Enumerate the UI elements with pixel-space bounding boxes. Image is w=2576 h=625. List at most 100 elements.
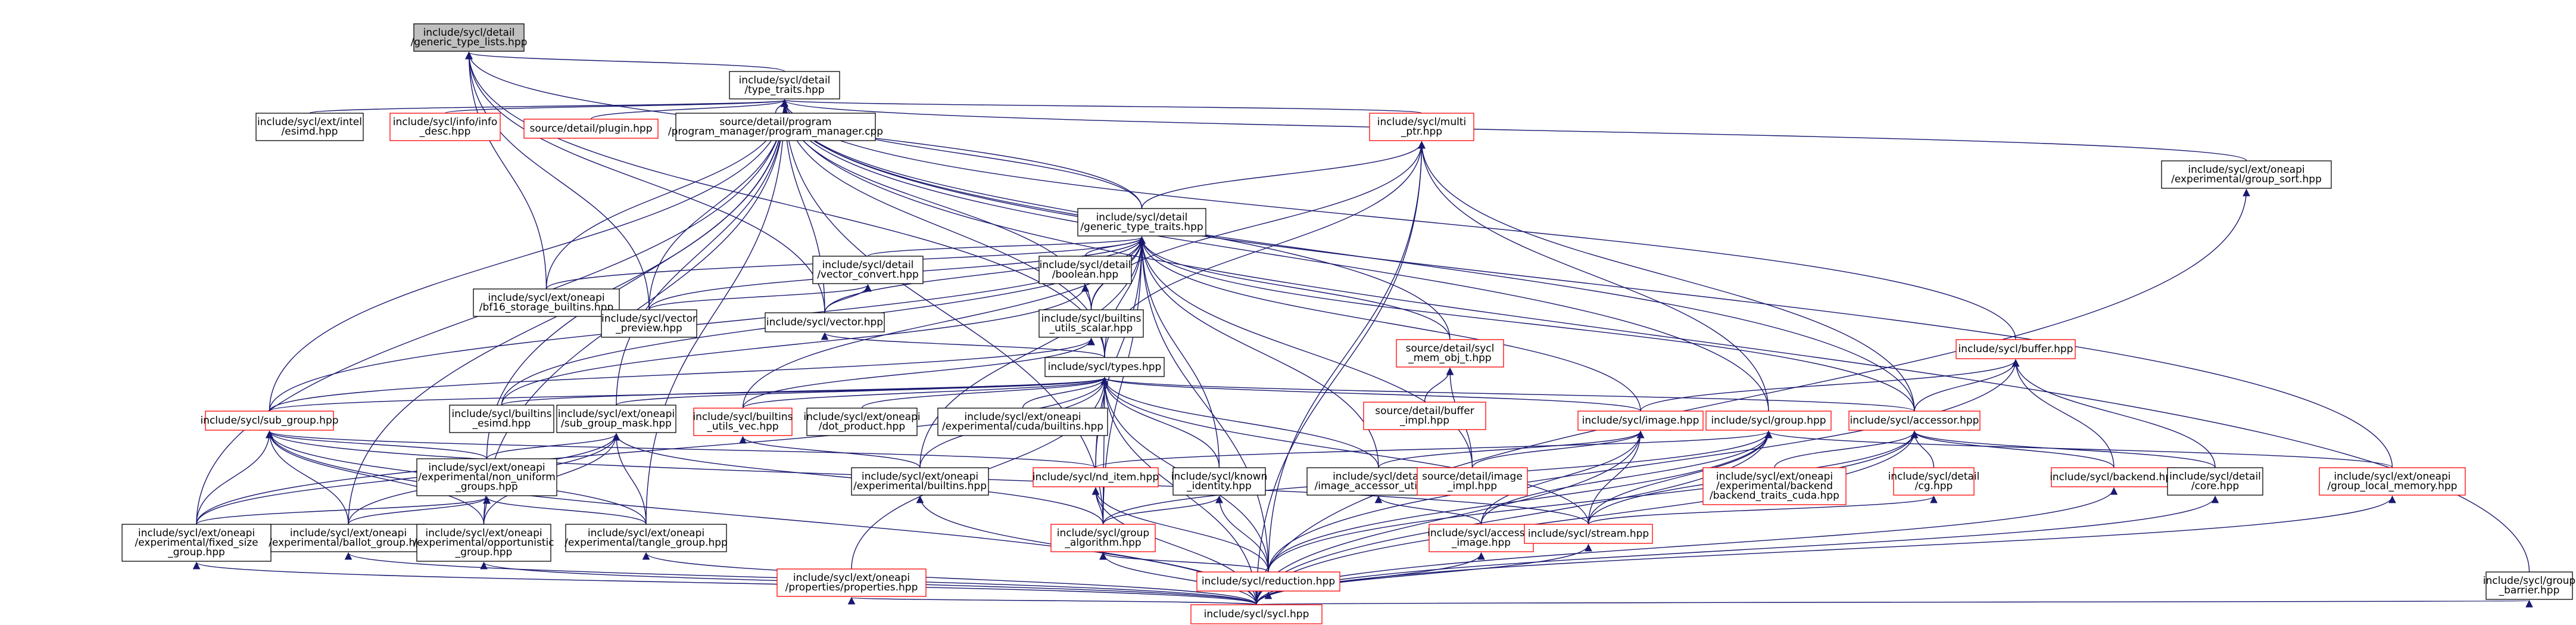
node-reduction[interactable]: include/sycl/reduction.hpp	[1196, 571, 1340, 592]
edge-group_algorithm-to-types	[1100, 377, 1109, 525]
node-info_desc[interactable]: include/sycl/info/info_desc.hpp	[389, 113, 501, 141]
edge-image_impl-to-image	[1471, 430, 1645, 468]
node-bf16[interactable]: include/sycl/ext/oneapi/bf16_storage_bui…	[473, 288, 620, 317]
edge-image_accessor_util-to-image	[1378, 430, 1645, 468]
node-types[interactable]: include/sycl/types.hpp	[1044, 357, 1165, 377]
edge-sycl_hpp-to-core	[1256, 495, 2219, 605]
node-sub_group_mask[interactable]: include/sycl/ext/oneapi/sub_group_mask.h…	[556, 405, 676, 433]
node-box-group	[1705, 411, 1832, 431]
node-gen_type_traits[interactable]: include/sycl/detail/generic_type_traits.…	[1077, 208, 1206, 237]
node-image_impl[interactable]: source/detail/image_impl.hpp	[1417, 467, 1528, 496]
edge-sycl_hpp-to-fixed_size	[193, 561, 1257, 605]
node-multi_ptr[interactable]: include/sycl/multi_ptr.hpp	[1369, 113, 1474, 141]
node-program_mgr[interactable]: source/detail/program/program_manager/pr…	[668, 113, 883, 141]
edge-sub_group-to-builtins_scalar	[269, 337, 1095, 412]
node-plugin_cpp[interactable]: source/detail/plugin.hpp	[523, 119, 659, 139]
edge-core-to-buffer	[2011, 359, 2216, 468]
node-box-reduction	[1196, 571, 1340, 592]
node-buffer_impl[interactable]: source/detail/buffer_impl.hpp	[1363, 402, 1486, 430]
node-properties[interactable]: include/sycl/ext/oneapi/properties/prope…	[776, 568, 927, 597]
node-nd_item[interactable]: include/sycl/nd_item.hpp	[1033, 467, 1159, 487]
node-type_traits[interactable]: include/sycl/detail/type_traits.hpp	[729, 71, 840, 99]
node-root: include/sycl/detail/generic_type_lists.h…	[411, 23, 527, 52]
node-label-boolean-0: include/sycl/detail	[1040, 259, 1131, 271]
node-label-group_algorithm-0: include/sycl/group	[1057, 527, 1149, 539]
node-label-group_sort-0: include/sycl/ext/oneapi	[2188, 164, 2304, 176]
node-box-image_impl	[1417, 467, 1528, 496]
edge-sycl_hpp-to-group_sort	[1256, 188, 2250, 605]
node-image[interactable]: include/sycl/image.hpp	[1577, 411, 1704, 431]
node-sub_group[interactable]: include/sycl/sub_group.hpp	[200, 411, 339, 431]
node-backend_traits_cuda[interactable]: include/sycl/ext/oneapi/experimental/bac…	[1702, 467, 1847, 505]
node-box-cg	[1893, 467, 1975, 496]
node-label-group-0: include/sycl/group.hpp	[1711, 415, 1826, 427]
node-label-builtins_vec-0: include/sycl/builtins	[693, 411, 793, 423]
node-accessor[interactable]: include/sycl/accessor.hpp	[1848, 411, 1981, 431]
node-vector_preview[interactable]: include/sycl/vector_preview.hpp	[601, 309, 697, 338]
node-sycl_hpp[interactable]: include/sycl/sycl.hpp	[1190, 604, 1323, 624]
node-label-mem_obj_t-0: source/detail/sycl	[1406, 343, 1495, 355]
edge-image_accessor_util-to-types	[1100, 377, 1379, 468]
node-known_identity[interactable]: include/sycl/known_identity.hpp	[1171, 467, 1268, 496]
node-group_barrier[interactable]: include/sycl/group_barrier.hpp	[2483, 571, 2575, 600]
node-label-core-1: /core.hpp	[2191, 480, 2239, 492]
node-group[interactable]: include/sycl/group.hpp	[1705, 411, 1832, 431]
edge-vector_preview-to-root	[465, 51, 650, 310]
node-cg[interactable]: include/sycl/detail/cg.hpp	[1888, 467, 1980, 496]
node-group_sort[interactable]: include/sycl/ext/oneapi/experimental/gro…	[2161, 160, 2332, 189]
edge-tangle_group-to-non_uniform	[483, 496, 647, 525]
node-buffer[interactable]: include/sycl/buffer.hpp	[1956, 339, 2076, 359]
edge-sycl_hpp-to-group_algorithm	[1099, 552, 1257, 605]
node-non_uniform[interactable]: include/sycl/ext/oneapi/experimental/non…	[416, 458, 557, 496]
node-opportunistic[interactable]: include/sycl/ext/oneapi/experimental/opp…	[413, 524, 554, 562]
node-box-vector_preview	[601, 309, 697, 338]
node-label-exp_builtins-1: /experimental/builtins.hpp	[853, 480, 987, 492]
node-label-backend-0: include/sycl/backend.hpp	[2050, 471, 2178, 483]
edge-exp_builtins-to-builtins_vec	[739, 436, 921, 468]
node-builtins_vec[interactable]: include/sycl/builtins_utils_vec.hpp	[693, 408, 793, 436]
edge-image-to-types	[1101, 377, 1641, 412]
edge-stream-to-types	[1100, 377, 1589, 525]
node-label-known_identity-0: include/sycl/known	[1171, 471, 1268, 483]
edge-fixed_size-to-sub_group	[196, 430, 273, 525]
node-box-image	[1577, 411, 1704, 431]
node-fixed_size[interactable]: include/sycl/ext/oneapi/experimental/fix…	[121, 524, 272, 562]
node-mem_obj_t[interactable]: source/detail/sycl_mem_obj_t.hpp	[1396, 339, 1504, 368]
edge-reduction-to-accessor	[1268, 430, 1919, 573]
node-tangle_group[interactable]: include/sycl/ext/oneapi/experimental/tan…	[565, 524, 728, 552]
node-label-buffer_impl-1: _impl.hpp	[1399, 415, 1449, 427]
node-ballot_group[interactable]: include/sycl/ext/oneapi/experimental/bal…	[269, 524, 428, 552]
node-label-stream-0: include/sycl/stream.hpp	[1528, 528, 1649, 540]
node-dot_product[interactable]: include/sycl/ext/oneapi/dot_product.hpp	[803, 408, 921, 436]
node-label-accessor_image-0: include/sycl/accessor	[1427, 527, 1535, 539]
node-label-backend_traits_cuda-1: /experimental/backend	[1716, 480, 1833, 492]
node-stream[interactable]: include/sycl/stream.hpp	[1524, 524, 1653, 544]
node-cuda_builtins[interactable]: include/sycl/ext/oneapi/experimental/cud…	[937, 408, 1108, 436]
node-label-group_local_memory-1: /group_local_memory.hpp	[2327, 480, 2457, 492]
edge-sycl_hpp-to-group_local_memory	[1256, 495, 2396, 605]
node-label-sycl_hpp-0: include/sycl/sycl.hpp	[1204, 608, 1309, 620]
edge-mem_obj_t-to-gen_type_traits	[1138, 236, 1451, 340]
edge-fixed_size-to-types	[196, 377, 1109, 525]
node-core[interactable]: include/sycl/detail/core.hpp	[2167, 467, 2263, 496]
node-group_algorithm[interactable]: include/sycl/group_algorithm.hpp	[1050, 524, 1156, 552]
node-builtins_scalar[interactable]: include/sycl/builtins_utils_scalar.hpp	[1038, 309, 1144, 338]
edge-sycl_hpp-to-sub_group	[266, 430, 1257, 605]
node-exp_builtins[interactable]: include/sycl/ext/oneapi/experimental/bui…	[851, 467, 989, 496]
node-group_local_memory[interactable]: include/sycl/ext/oneapi/group_local_memo…	[2319, 467, 2466, 496]
node-vector_convert[interactable]: include/sycl/detail/vector_convert.hpp	[812, 256, 924, 284]
node-label-backend_traits_cuda-2: /backend_traits_cuda.hpp	[1710, 490, 1839, 502]
node-label-vector_preview-0: include/sycl/vector	[601, 313, 697, 325]
node-builtins_esimd[interactable]: include/sycl/builtins_esimd.hpp	[449, 405, 554, 433]
edge-multi_ptr-to-type_traits	[781, 99, 1423, 114]
node-esimd[interactable]: include/sycl/ext/intel/esimd.hpp	[255, 113, 364, 141]
node-label-info_desc-0: include/sycl/info/info	[393, 116, 498, 128]
node-boolean[interactable]: include/sycl/detail/boolean.hpp	[1038, 256, 1132, 284]
node-vector[interactable]: include/sycl/vector.hpp	[765, 312, 885, 332]
node-accessor_image[interactable]: include/sycl/accessor_image.hpp	[1427, 524, 1535, 552]
edge-backend_traits_cuda-to-accessor	[1774, 430, 1919, 468]
edge-esimd-to-type_traits	[309, 99, 788, 114]
node-label-accessor-0: include/sycl/accessor.hpp	[1850, 415, 1979, 427]
node-backend[interactable]: include/sycl/backend.hpp	[2050, 467, 2178, 487]
